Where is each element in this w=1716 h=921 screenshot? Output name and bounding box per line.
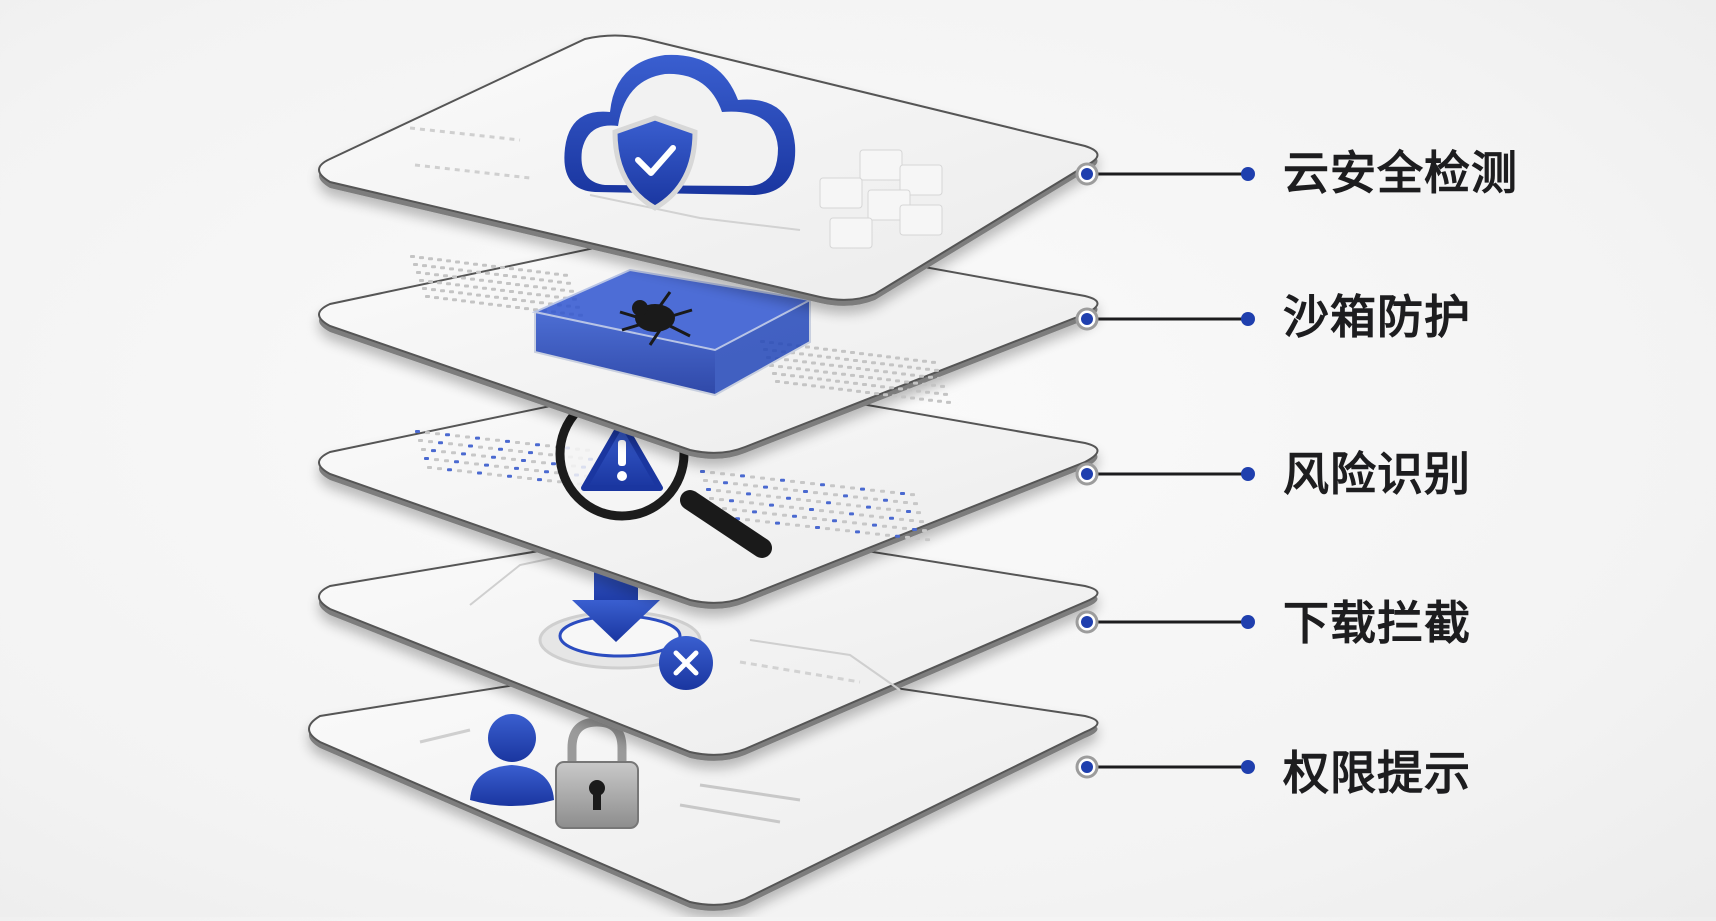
download-icon	[538, 558, 702, 670]
user-icon	[470, 714, 554, 806]
lock-icon	[555, 717, 639, 829]
block-icon	[659, 636, 713, 690]
label-download-interception: 下载拦截	[1283, 596, 1471, 650]
label-risk-identification: 风险识别	[1283, 447, 1471, 501]
label-cloud-security-check: 云安全检测	[1283, 146, 1518, 200]
connector-2	[1075, 307, 1255, 331]
connector-1	[1075, 162, 1255, 186]
connector-lines	[1075, 162, 1255, 779]
shield-icon	[612, 115, 698, 211]
sandbox-dot-pattern	[410, 255, 951, 404]
connector-4	[1075, 610, 1255, 634]
connector-3	[1075, 462, 1255, 486]
sandbox-box-icon	[531, 268, 814, 397]
server-blocks-icon	[819, 149, 943, 249]
warning-icon	[581, 419, 663, 491]
label-permission-prompt: 权限提示	[1283, 746, 1471, 800]
connector-5	[1075, 755, 1255, 779]
label-sandbox-protection: 沙箱防护	[1283, 290, 1471, 344]
bug-icon	[619, 291, 693, 346]
